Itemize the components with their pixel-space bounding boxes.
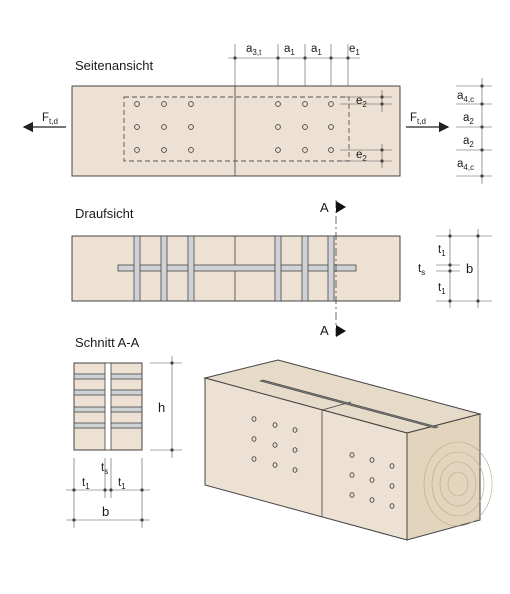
svg-text:Ft,d: Ft,d — [410, 112, 426, 126]
dim-t1-bottom: t1 — [438, 282, 446, 296]
side-view: Seitenansicht a3,t a1 a1 e1 — [22, 43, 492, 184]
force-left: Ft,d — [22, 112, 66, 133]
dim-t1-right: t1 — [118, 477, 126, 491]
iso-slot — [258, 379, 440, 429]
side-dim-e2: e2 e2 — [340, 90, 392, 168]
plan-steel-plate — [117, 264, 357, 272]
plan-dowels — [133, 235, 335, 302]
side-view-title: Seitenansicht — [75, 58, 153, 73]
plan-dim-right: t1 ts t1 b — [418, 229, 492, 308]
plan-view-title: Draufsicht — [75, 206, 134, 221]
force-right: Ft,d — [406, 112, 450, 133]
dim-e2-bottom: e2 — [356, 149, 367, 163]
dim-ts-section: ts — [101, 462, 108, 476]
iso-end-face — [406, 413, 481, 541]
dim-a3t: a3,t — [246, 43, 262, 57]
dim-a1-second: a1 — [311, 43, 322, 57]
dim-t1-top: t1 — [438, 244, 446, 258]
side-dim-right: a4,c a2 a2 a4,c — [456, 78, 492, 184]
steel-plate-outline — [123, 96, 350, 162]
dim-a4c-bottom: a4,c — [457, 158, 474, 172]
side-dowels-left — [134, 101, 194, 153]
side-dim-top: a3,t a1 a1 e1 — [228, 43, 360, 104]
section-dim-h: h — [150, 356, 182, 458]
side-dowels-right — [275, 101, 334, 153]
svg-text:A: A — [320, 323, 329, 338]
dim-ts: ts — [418, 263, 425, 277]
plan-view: Draufsicht A A — [71, 200, 492, 338]
section-view: Schnitt A-A h ts — [66, 335, 182, 528]
side-beam — [71, 85, 401, 177]
section-marker-a: A A — [320, 200, 346, 338]
dim-e2-top: e2 — [356, 95, 367, 109]
section-view-title: Schnitt A-A — [75, 335, 140, 350]
dim-b-plan: b — [466, 261, 473, 276]
svg-text:h: h — [158, 400, 165, 415]
iso-dowels-right — [349, 452, 395, 509]
dim-b-section: b — [102, 504, 109, 519]
dim-a1-first: a1 — [284, 43, 295, 57]
dim-a2-top: a2 — [463, 112, 474, 126]
dim-t1-left: t1 — [82, 477, 90, 491]
dim-e1: e1 — [349, 43, 360, 57]
section-steel-plate — [104, 362, 112, 451]
dim-a2-bottom: a2 — [463, 135, 474, 149]
isometric-view — [203, 359, 493, 541]
section-dim-bottom: ts t1 t1 b — [66, 458, 150, 528]
svg-text:Ft,d: Ft,d — [42, 112, 58, 126]
iso-dowels-left — [251, 416, 298, 473]
svg-text:A: A — [320, 200, 329, 215]
iso-end-grain — [423, 441, 493, 527]
dim-a4c-top: a4,c — [457, 90, 474, 104]
